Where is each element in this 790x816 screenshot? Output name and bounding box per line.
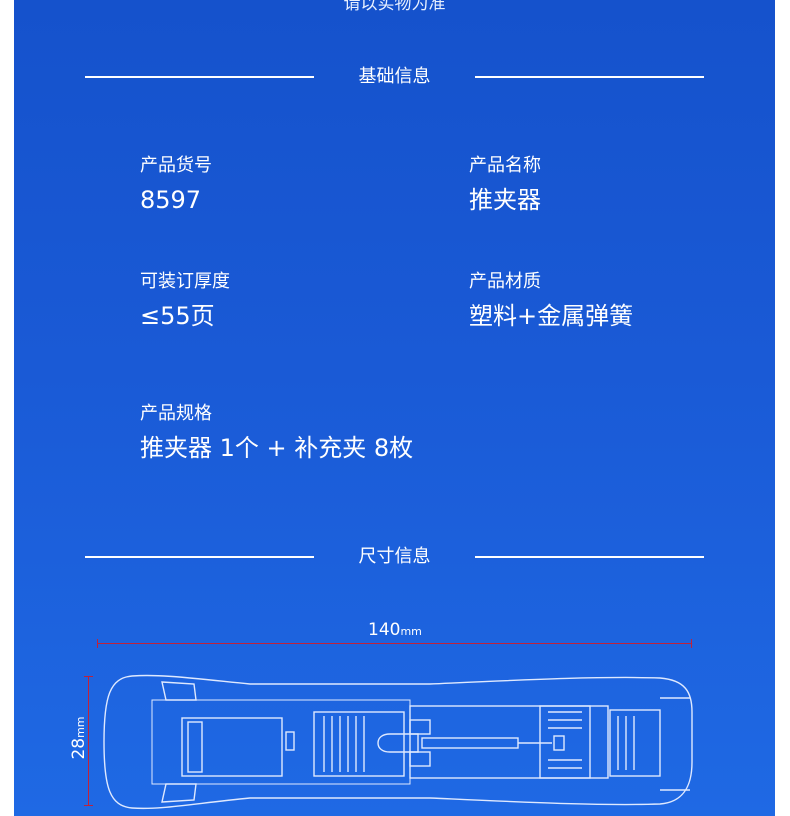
- field-binding-thickness: 可装订厚度 ≤55页: [140, 270, 230, 332]
- height-value: 28: [69, 737, 89, 760]
- field-spec: 产品规格 推夹器 1个 + 补充夹 8枚: [140, 402, 413, 464]
- divider-left: [85, 556, 314, 558]
- field-material: 产品材质 塑料+金属弹簧: [469, 270, 633, 332]
- field-value: 推夹器 1个 + 补充夹 8枚: [140, 434, 414, 462]
- field-name: 产品名称 推夹器: [469, 154, 541, 216]
- height-unit: mm: [74, 716, 87, 738]
- product-info-panel: 请以实物为准 基础信息 产品货号 8597 产品名称 推夹器 可装订厚度 ≤55…: [14, 0, 775, 816]
- height-dimension-line: [84, 676, 93, 806]
- field-item-no: 产品货号 8597: [140, 154, 212, 216]
- length-value: 140: [368, 620, 401, 640]
- field-label: 产品货号: [140, 155, 212, 176]
- field-label: 产品材质: [469, 271, 541, 292]
- header-cut-text: 请以实物为准: [343, 0, 446, 14]
- field-label: 产品规格: [140, 403, 212, 424]
- field-value: ≤55页: [140, 302, 215, 330]
- field-label: 可装订厚度: [140, 271, 230, 292]
- field-value: 塑料+金属弹簧: [469, 302, 634, 330]
- field-value: 推夹器: [469, 186, 541, 214]
- section-size-info: 尺寸信息: [14, 545, 775, 569]
- section-title: 尺寸信息: [358, 546, 431, 567]
- section-basic-info: 基础信息: [14, 65, 775, 89]
- stapler-outline-drawing: [103, 674, 693, 810]
- field-label: 产品名称: [469, 155, 541, 176]
- height-dimension-label: 28mm: [69, 708, 89, 768]
- length-dimension-label: 140mm: [368, 620, 422, 640]
- length-unit: mm: [400, 625, 422, 638]
- divider-right: [475, 556, 704, 558]
- length-dimension-line: [97, 639, 692, 648]
- divider-right: [475, 76, 704, 78]
- divider-left: [85, 76, 314, 78]
- field-value: 8597: [140, 186, 202, 214]
- section-title: 基础信息: [358, 66, 431, 87]
